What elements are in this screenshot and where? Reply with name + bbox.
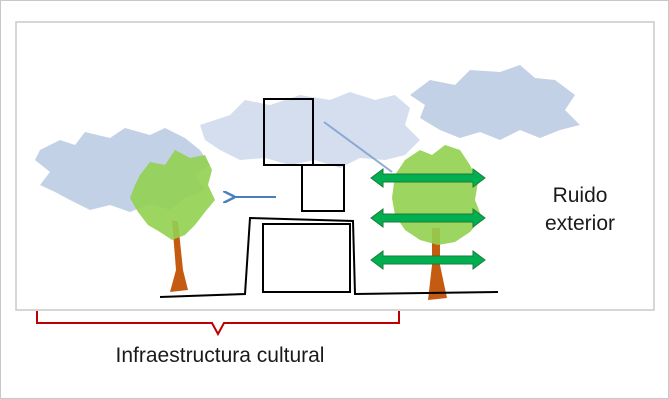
cloud-icon: [410, 65, 580, 140]
noise-arrow-icon: [370, 250, 486, 270]
bracket-label: Infraestructura cultural: [115, 344, 325, 367]
noise-arrow-icon: [370, 208, 486, 228]
bracket-icon: [36, 311, 400, 337]
noise-label: Ruido exterior: [520, 182, 640, 238]
noise-arrow-icon: [370, 168, 486, 188]
noise-ray-line: [323, 121, 393, 173]
building-icon: [159, 98, 499, 298]
noise-label-line1: Ruido: [552, 184, 608, 207]
noise-label-line2: exterior: [544, 212, 616, 235]
tree-icon: [130, 150, 215, 292]
cloud-icon: [200, 92, 420, 168]
